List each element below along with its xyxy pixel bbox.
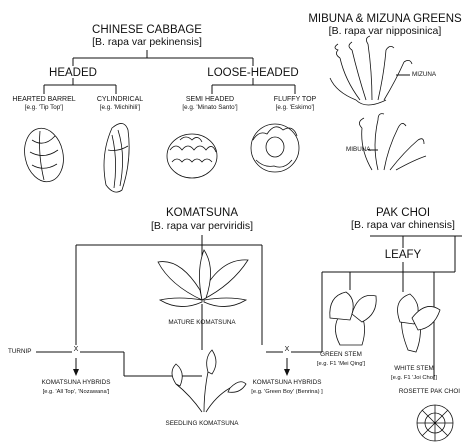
rosette-pak-choi-illustration — [417, 405, 453, 441]
komatsuna-hybrids-left-example: [e.g. 'All Top', 'Nozawana'] — [43, 389, 110, 395]
komatsuna-latin: [B. rapa var perviridis] — [151, 221, 253, 233]
loose-headed-label: LOOSE-HEADED — [207, 67, 298, 80]
mizuna-illustration — [330, 36, 412, 105]
green-stem-example: [e.g. F1 'Mei Qing'] — [317, 361, 365, 367]
komatsuna-hybrids-right-name: KOMATSUNA HYBRIDS — [253, 380, 322, 387]
komatsuna-hybrids-left-name: KOMATSUNA HYBRIDS — [42, 380, 111, 387]
mature-komatsuna-label: MATURE KOMATSUNA — [168, 320, 235, 327]
fluffy-top-example: [e.g. 'Eskimo'] — [276, 105, 315, 112]
cylindrical-name: CYLINDRICAL — [97, 96, 143, 104]
turnip-label: TURNIP — [8, 349, 31, 356]
white-stem-example: [e.g. F1 'Joi Choi'] — [391, 375, 437, 381]
cylindrical-example: [e.g. 'Michihili'] — [100, 105, 141, 112]
mature-komatsuna-illustration — [158, 250, 248, 307]
headed-label: HEADED — [49, 67, 97, 80]
mibuna-label: MIBUNA — [346, 147, 371, 154]
semi-headed-name: SEMI HEADED — [186, 96, 234, 104]
pak-choi-latin: [B. rapa var chinensis] — [351, 220, 455, 232]
chinese-cabbage-latin: [B. rapa var pekinensis] — [92, 37, 202, 49]
pak-choi-title: PAK CHOI — [376, 207, 430, 220]
mibuna-mizuna-title: MIBUNA & MIZUNA GREENS — [308, 13, 461, 26]
green-stem-illustration — [330, 292, 376, 345]
hearted-barrel-example: [e.g. 'Tip Top'] — [25, 105, 63, 112]
chinese-cabbage-title: CHINESE CABBAGE — [92, 24, 202, 37]
hearted-barrel-name: HEARTED BARREL — [12, 96, 75, 104]
seedling-komatsuna-label: SEEDLING KOMATSUNA — [165, 421, 238, 428]
semi-headed-illustration — [167, 134, 217, 178]
semi-headed-example: [e.g. 'Minato Santo'] — [182, 105, 237, 112]
mibuna-illustration — [359, 114, 426, 170]
seedling-komatsuna-illustration — [172, 350, 246, 412]
cross-symbol-right: X — [285, 346, 290, 354]
leafy-label: LEAFY — [385, 249, 421, 262]
komatsuna-hybrids-right-example: [e.g. 'Green Boy' (Benrina) ] — [251, 389, 323, 395]
mizuna-label: MIZUNA — [412, 72, 436, 79]
hearted-barrel-illustration — [20, 125, 68, 186]
cross-symbol-left: X — [74, 346, 79, 354]
komatsuna-title: KOMATSUNA — [166, 207, 238, 220]
rosette-pak-choi-label: ROSETTE PAK CHOI — [399, 389, 460, 396]
white-stem-name: WHITE STEM — [394, 366, 434, 373]
fluffy-top-name: FLUFFY TOP — [274, 96, 316, 104]
fluffy-top-illustration — [251, 124, 299, 172]
mibuna-mizuna-latin: [B. rapa var nipposinica] — [329, 26, 442, 38]
cylindrical-illustration — [104, 123, 129, 192]
green-stem-name: GREEN STEM — [320, 352, 362, 359]
